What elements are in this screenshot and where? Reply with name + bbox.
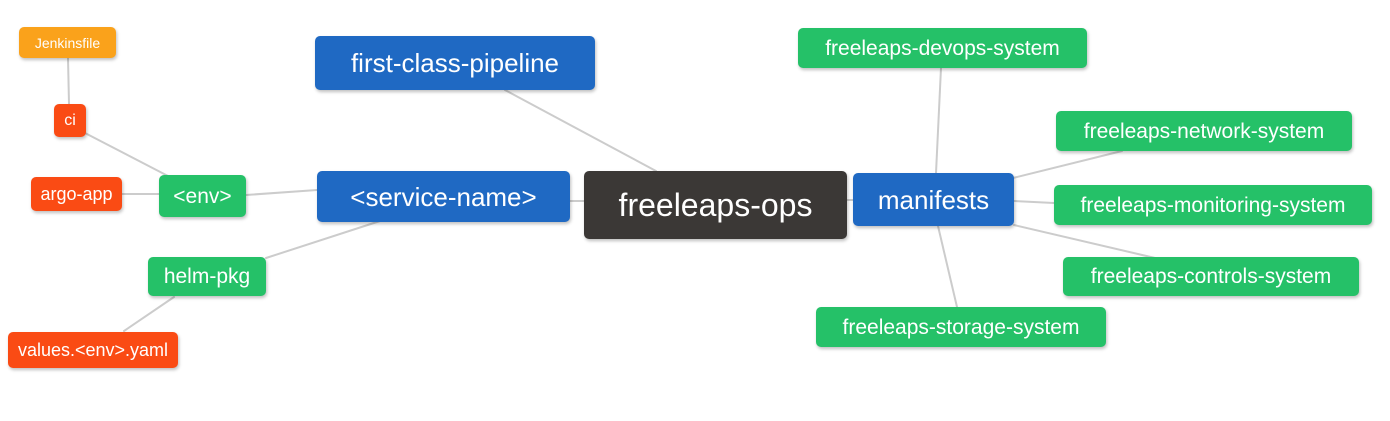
edge-env--service-name bbox=[245, 189, 318, 196]
node-helm-pkg[interactable]: helm-pkg bbox=[148, 257, 266, 296]
edge-first-class-pipeline--freeleaps-ops bbox=[504, 89, 657, 172]
edge-jenkinsfile--ci bbox=[67, 57, 70, 105]
edge-manifests--freeleaps-controls-system bbox=[1013, 224, 1156, 259]
node-jenkinsfile[interactable]: Jenkinsfile bbox=[19, 27, 116, 58]
node-argo-app[interactable]: argo-app bbox=[31, 177, 122, 211]
node-freeleaps-ops[interactable]: freeleaps-ops bbox=[584, 171, 847, 239]
node-service-name[interactable]: <service-name> bbox=[317, 171, 570, 222]
node-freeleaps-monitoring-system[interactable]: freeleaps-monitoring-system bbox=[1054, 185, 1372, 225]
node-env[interactable]: <env> bbox=[159, 175, 246, 217]
edge-manifests--freeleaps-monitoring-system bbox=[1013, 200, 1055, 204]
edge-manifests--freeleaps-devops-system bbox=[935, 67, 942, 174]
edge-manifests--freeleaps-network-system bbox=[1012, 150, 1123, 179]
node-freeleaps-devops-system[interactable]: freeleaps-devops-system bbox=[798, 28, 1087, 68]
edge-ci--env bbox=[84, 132, 169, 177]
node-values-env-yaml[interactable]: values.<env>.yaml bbox=[8, 332, 178, 368]
node-freeleaps-network-system[interactable]: freeleaps-network-system bbox=[1056, 111, 1352, 151]
node-ci[interactable]: ci bbox=[54, 104, 86, 137]
edge-helm-pkg--service-name bbox=[265, 220, 381, 259]
edge-manifests--freeleaps-storage-system bbox=[937, 225, 958, 308]
node-freeleaps-controls-system[interactable]: freeleaps-controls-system bbox=[1063, 257, 1359, 296]
node-manifests[interactable]: manifests bbox=[853, 173, 1014, 226]
node-first-class-pipeline[interactable]: first-class-pipeline bbox=[315, 36, 595, 90]
edge-values-env-yaml--helm-pkg bbox=[123, 296, 175, 332]
node-freeleaps-storage-system[interactable]: freeleaps-storage-system bbox=[816, 307, 1106, 347]
